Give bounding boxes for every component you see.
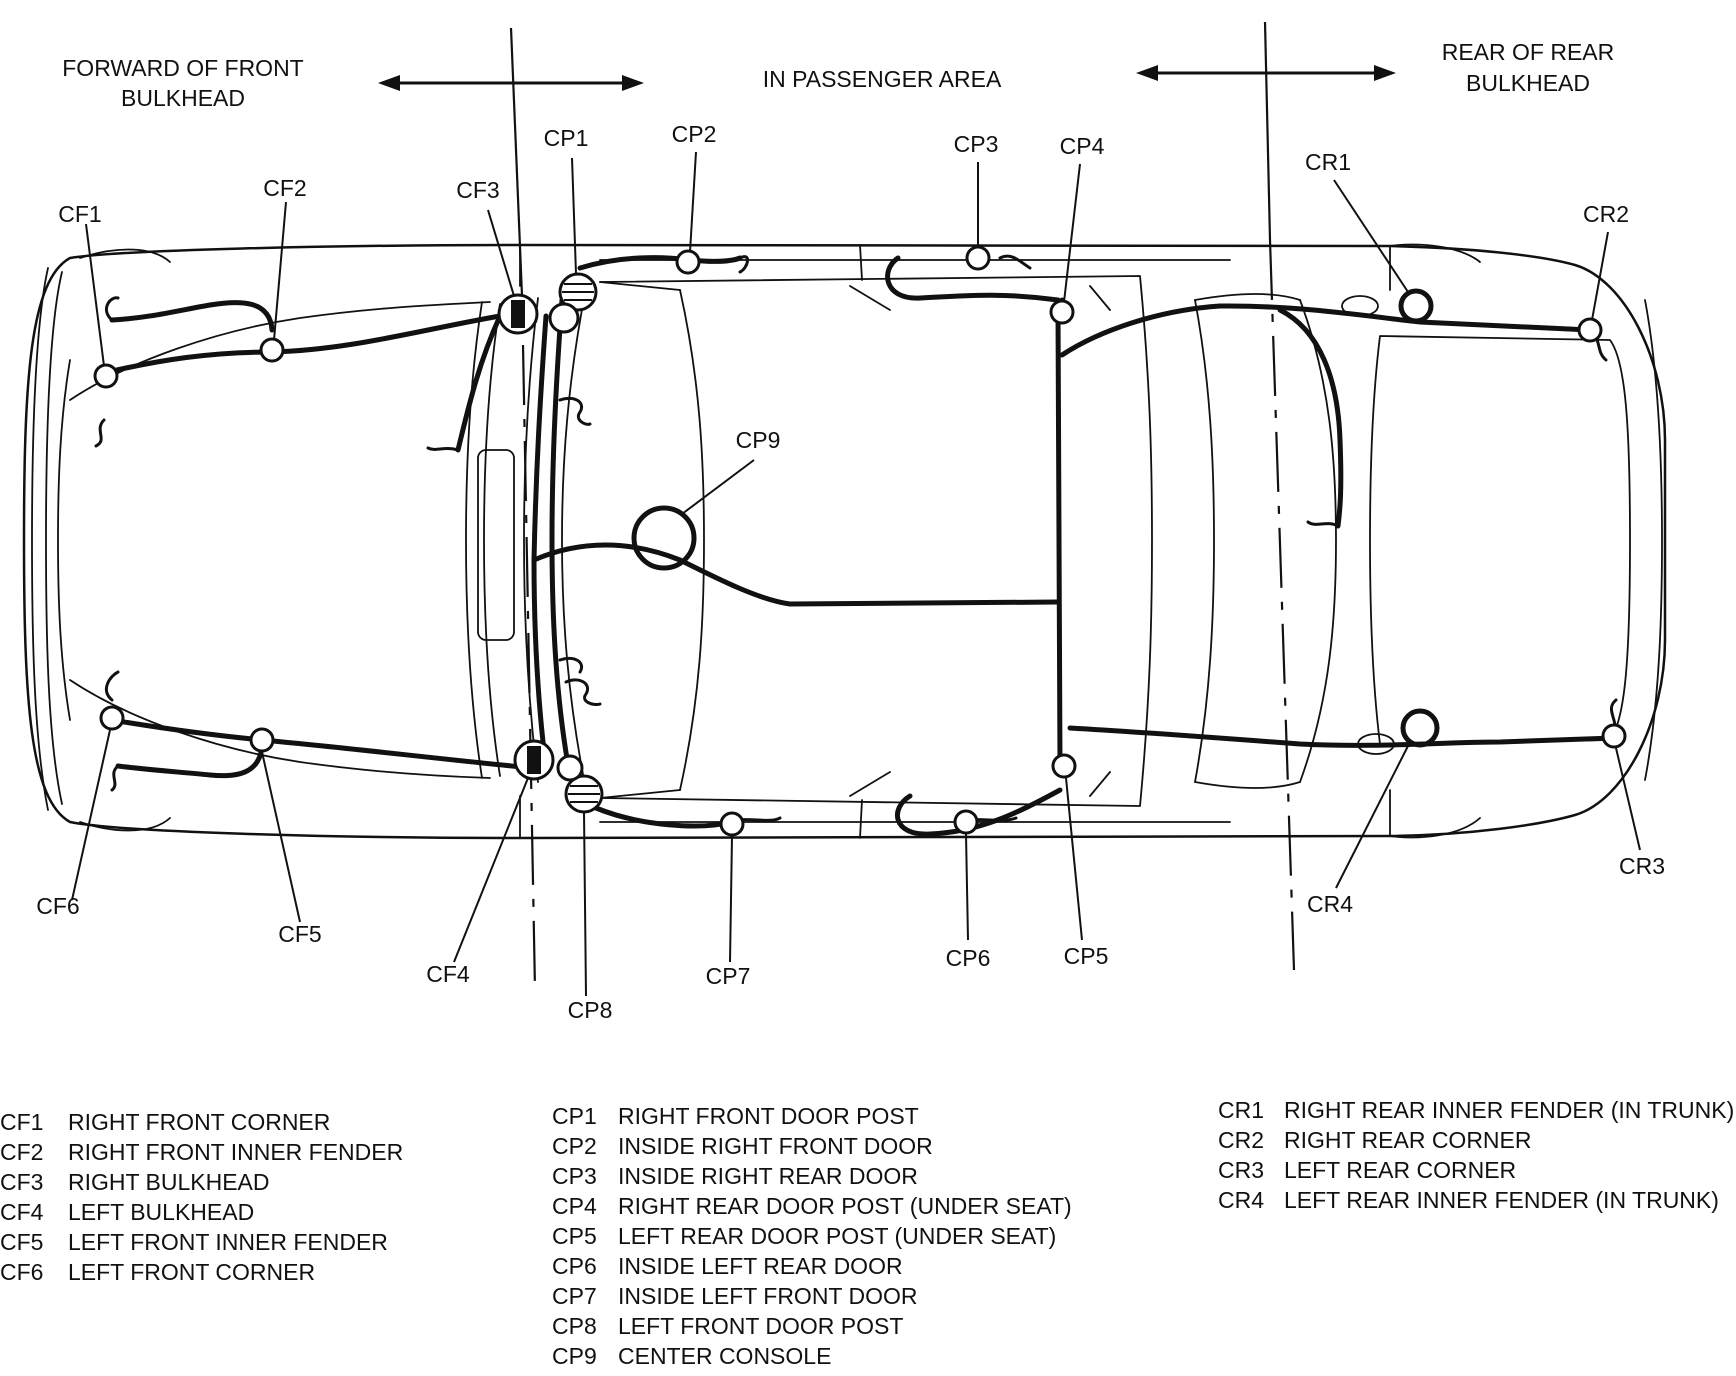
label-cf2: CF2 bbox=[263, 175, 306, 201]
label-cf4: CF4 bbox=[426, 961, 470, 987]
svg-text:CP1: CP1 bbox=[552, 1103, 597, 1129]
label-cp7: CP7 bbox=[706, 963, 751, 989]
svg-text:LEFT FRONT INNER FENDER: LEFT FRONT INNER FENDER bbox=[68, 1229, 388, 1255]
label-cp9: CP9 bbox=[736, 427, 781, 453]
connector-cp7 bbox=[719, 811, 745, 837]
zone-rear-heading: REAR OF REAR BULKHEAD bbox=[1442, 39, 1615, 96]
connector-cp2 bbox=[675, 249, 701, 275]
svg-text:RIGHT REAR INNER FENDER (IN TR: RIGHT REAR INNER FENDER (IN TRUNK) bbox=[1284, 1097, 1734, 1123]
svg-text:RIGHT BULKHEAD: RIGHT BULKHEAD bbox=[68, 1169, 270, 1195]
label-cr4: CR4 bbox=[1307, 891, 1353, 917]
svg-text:LEFT REAR DOOR POST (UNDER SEA: LEFT REAR DOOR POST (UNDER SEAT) bbox=[618, 1223, 1056, 1249]
svg-text:INSIDE RIGHT FRONT DOOR: INSIDE RIGHT FRONT DOOR bbox=[618, 1133, 933, 1159]
svg-text:RIGHT FRONT INNER FENDER: RIGHT FRONT INNER FENDER bbox=[68, 1139, 403, 1165]
svg-text:LEFT FRONT CORNER: LEFT FRONT CORNER bbox=[68, 1259, 315, 1285]
svg-text:CP4: CP4 bbox=[552, 1193, 597, 1219]
svg-text:INSIDE LEFT FRONT DOOR: INSIDE LEFT FRONT DOOR bbox=[618, 1283, 917, 1309]
label-cf1: CF1 bbox=[58, 201, 101, 227]
connector-cf2 bbox=[259, 337, 285, 363]
svg-text:CP8: CP8 bbox=[552, 1313, 597, 1339]
wiring-harness bbox=[105, 255, 1617, 837]
connector-cp3 bbox=[965, 245, 991, 271]
connector-cr3 bbox=[1601, 723, 1627, 749]
label-cp1: CP1 bbox=[544, 125, 589, 151]
label-cp8: CP8 bbox=[568, 997, 613, 1023]
label-cp6: CP6 bbox=[946, 945, 991, 971]
connector-cf1 bbox=[93, 363, 119, 389]
svg-text:CF4: CF4 bbox=[0, 1199, 44, 1225]
connector-cp8 bbox=[556, 754, 604, 814]
connector-cf6 bbox=[99, 705, 125, 731]
label-cp3: CP3 bbox=[954, 131, 999, 157]
label-cr1: CR1 bbox=[1305, 149, 1351, 175]
connector-cp4 bbox=[1049, 299, 1075, 325]
svg-text:CP3: CP3 bbox=[552, 1163, 597, 1189]
label-cf6: CF6 bbox=[36, 893, 79, 919]
zone-forward-heading: FORWARD OF FRONT BULKHEAD bbox=[62, 55, 303, 111]
legend-rear: CR1 RIGHT REAR INNER FENDER (IN TRUNK) C… bbox=[1218, 1097, 1734, 1213]
svg-text:CP9: CP9 bbox=[552, 1343, 597, 1369]
svg-text:REAR OF REAR: REAR OF REAR bbox=[1442, 39, 1615, 65]
front-zone-arrow bbox=[378, 75, 644, 91]
svg-text:RIGHT FRONT CORNER: RIGHT FRONT CORNER bbox=[68, 1109, 330, 1135]
legend-passenger: CP1 RIGHT FRONT DOOR POST CP2 INSIDE RIG… bbox=[552, 1103, 1072, 1369]
rear-bulkhead-line bbox=[1263, 21, 1296, 971]
svg-text:CP6: CP6 bbox=[552, 1253, 597, 1279]
connector-cf3 bbox=[497, 293, 539, 335]
connector-cf5 bbox=[249, 727, 275, 753]
svg-text:BULKHEAD: BULKHEAD bbox=[1466, 70, 1590, 96]
connector-cp9 bbox=[631, 505, 697, 571]
rear-zone-arrow bbox=[1136, 65, 1396, 81]
zone-passenger-heading: IN PASSENGER AREA bbox=[763, 66, 1002, 92]
svg-text:CF5: CF5 bbox=[0, 1229, 43, 1255]
svg-text:CF2: CF2 bbox=[0, 1139, 43, 1165]
label-cf5: CF5 bbox=[278, 921, 321, 947]
label-cp5: CP5 bbox=[1064, 943, 1109, 969]
svg-text:RIGHT REAR CORNER: RIGHT REAR CORNER bbox=[1284, 1127, 1532, 1153]
svg-text:LEFT FRONT DOOR POST: LEFT FRONT DOOR POST bbox=[618, 1313, 903, 1339]
svg-text:CR4: CR4 bbox=[1218, 1187, 1264, 1213]
svg-text:RIGHT REAR DOOR POST (UNDER SE: RIGHT REAR DOOR POST (UNDER SEAT) bbox=[618, 1193, 1072, 1219]
connector-cf4 bbox=[513, 739, 555, 781]
svg-text:INSIDE LEFT REAR DOOR: INSIDE LEFT REAR DOOR bbox=[618, 1253, 903, 1279]
svg-text:CP5: CP5 bbox=[552, 1223, 597, 1249]
svg-text:FORWARD OF FRONT: FORWARD OF FRONT bbox=[62, 55, 303, 81]
svg-text:CP2: CP2 bbox=[552, 1133, 597, 1159]
callout-labels: CF1 CF2 CF3 CF4 CF5 CF6 CP1 CP2 CP3 CP4 … bbox=[36, 121, 1665, 1023]
legend-front: CF1 RIGHT FRONT CORNER CF2 RIGHT FRONT I… bbox=[0, 1109, 403, 1285]
svg-text:BULKHEAD: BULKHEAD bbox=[121, 85, 245, 111]
svg-text:CR2: CR2 bbox=[1218, 1127, 1264, 1153]
label-cr3: CR3 bbox=[1619, 853, 1665, 879]
svg-text:RIGHT FRONT DOOR POST: RIGHT FRONT DOOR POST bbox=[618, 1103, 919, 1129]
svg-text:CP7: CP7 bbox=[552, 1283, 597, 1309]
svg-text:CF3: CF3 bbox=[0, 1169, 43, 1195]
connector-cr2 bbox=[1577, 317, 1603, 343]
svg-text:INSIDE RIGHT REAR DOOR: INSIDE RIGHT REAR DOOR bbox=[618, 1163, 918, 1189]
connector-cr4 bbox=[1400, 708, 1440, 748]
svg-text:CENTER CONSOLE: CENTER CONSOLE bbox=[618, 1343, 831, 1369]
label-cp2: CP2 bbox=[672, 121, 717, 147]
connectors bbox=[93, 245, 1627, 837]
svg-text:LEFT REAR CORNER: LEFT REAR CORNER bbox=[1284, 1157, 1516, 1183]
label-cr2: CR2 bbox=[1583, 201, 1629, 227]
svg-text:LEFT REAR INNER FENDER (IN TRU: LEFT REAR INNER FENDER (IN TRUNK) bbox=[1284, 1187, 1719, 1213]
leader-lines bbox=[71, 151, 1641, 997]
connector-cp5 bbox=[1051, 753, 1077, 779]
svg-text:CR1: CR1 bbox=[1218, 1097, 1264, 1123]
connector-cp1 bbox=[548, 272, 598, 334]
connector-cr1 bbox=[1398, 288, 1434, 324]
connector-cp6 bbox=[953, 809, 979, 835]
svg-text:CF1: CF1 bbox=[0, 1109, 43, 1135]
svg-text:LEFT BULKHEAD: LEFT BULKHEAD bbox=[68, 1199, 254, 1225]
label-cp4: CP4 bbox=[1060, 133, 1105, 159]
svg-text:CF6: CF6 bbox=[0, 1259, 43, 1285]
svg-text:CR3: CR3 bbox=[1218, 1157, 1264, 1183]
label-cf3: CF3 bbox=[456, 177, 499, 203]
